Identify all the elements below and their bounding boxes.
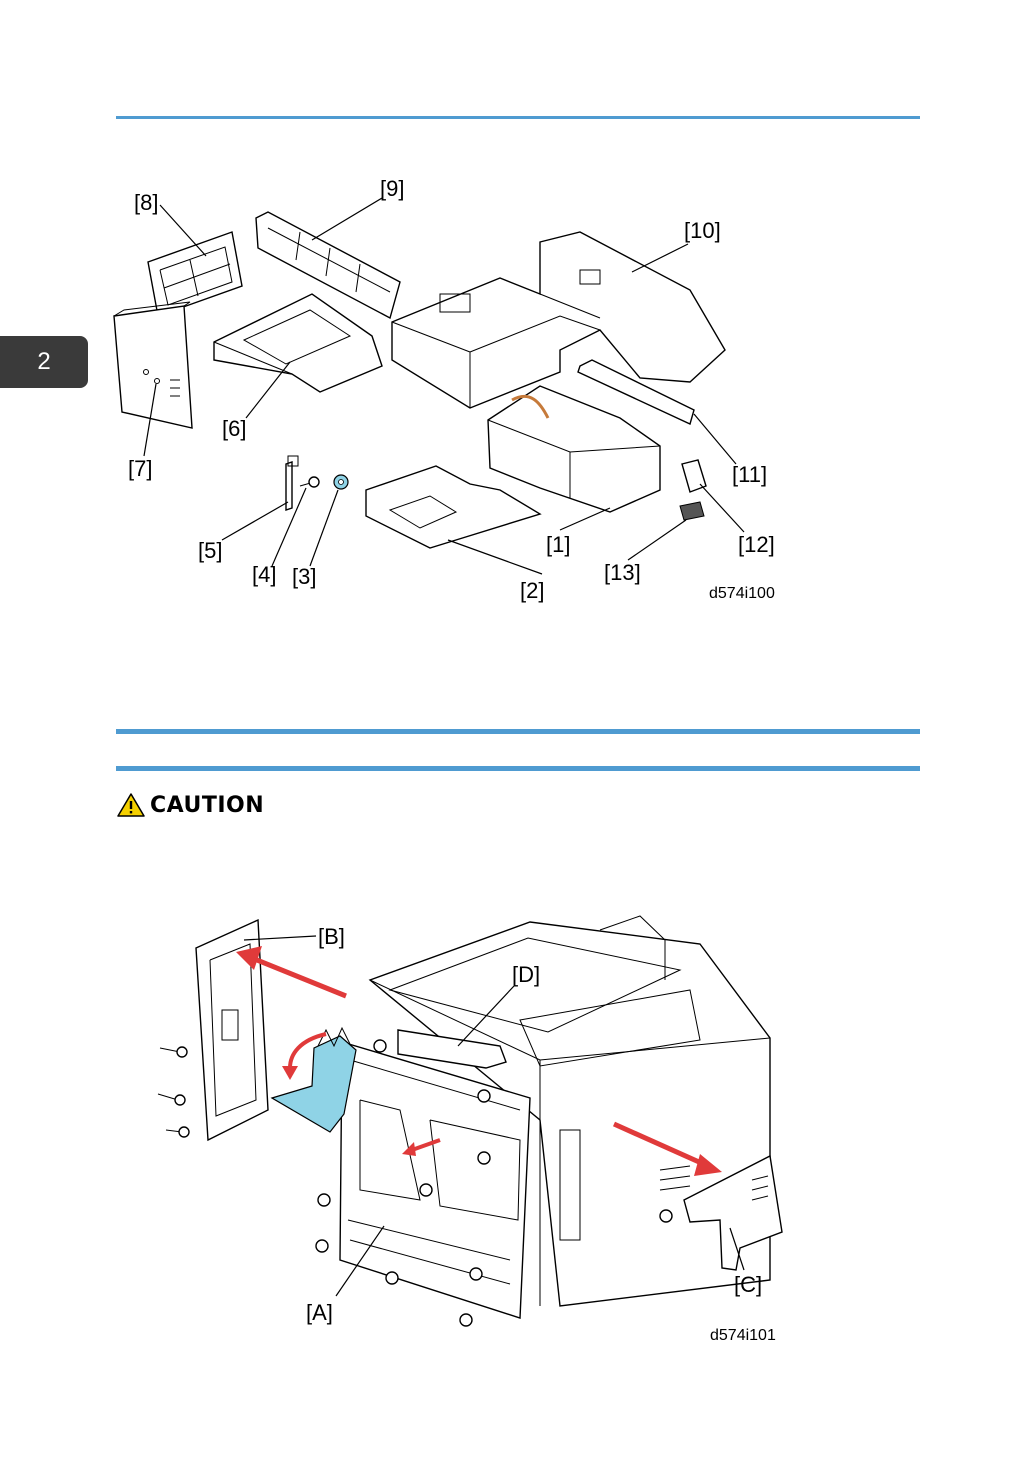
part-1 [488,386,660,512]
label-5: [5] [198,538,222,563]
screw-icon [478,1152,490,1164]
figure-exploded-parts: [8] [9] [10] [6] [7] [11] [5] [4] [3] [1… [0,160,1036,780]
part-9 [256,212,400,318]
part-6 [214,294,382,392]
warning-triangle-icon [116,792,146,818]
label-2: [2] [520,578,544,603]
screw-icon [374,1040,386,1052]
label-3: [3] [292,564,316,589]
part-13 [680,502,704,520]
screw-icon [160,1047,187,1057]
part-4-screw [300,477,319,487]
label-6: [6] [222,416,246,441]
part-7 [114,302,192,428]
caution-label: CAUTION [150,793,264,818]
label-10: [10] [684,218,721,243]
figure1-code: d574i100 [709,585,775,602]
figure-rear-cover-removal: [B] [D] [A] [C] d574i101 [0,900,1036,1360]
label-13: [13] [604,560,641,585]
screw-icon [166,1127,189,1137]
label-1: [1] [546,532,570,557]
screw-icon [420,1184,432,1196]
label-C: [C] [734,1272,762,1297]
label-12: [12] [738,532,775,557]
screw-icon [158,1094,185,1105]
figure2-code: d574i101 [710,1327,776,1344]
label-7: [7] [128,456,152,481]
label-A: [A] [306,1300,333,1325]
screw-icon [478,1090,490,1102]
part-3-screw [334,475,348,489]
caution-heading: CAUTION [116,792,264,818]
top-rule [116,116,920,119]
label-8: [8] [134,190,158,215]
label-B: [B] [318,924,345,949]
label-4: [4] [252,562,276,587]
section-rule-1 [116,729,920,734]
screw-icon [460,1314,472,1326]
screw-icon [470,1268,482,1280]
label-9: [9] [380,176,404,201]
label-11: [11] [732,462,767,487]
screw-icon [316,1240,328,1252]
screw-icon [318,1194,330,1206]
label-D: [D] [512,962,540,987]
screw-icon [660,1210,672,1222]
part-10 [392,232,725,408]
screw-icon [386,1272,398,1284]
section-rule-2 [116,766,920,771]
